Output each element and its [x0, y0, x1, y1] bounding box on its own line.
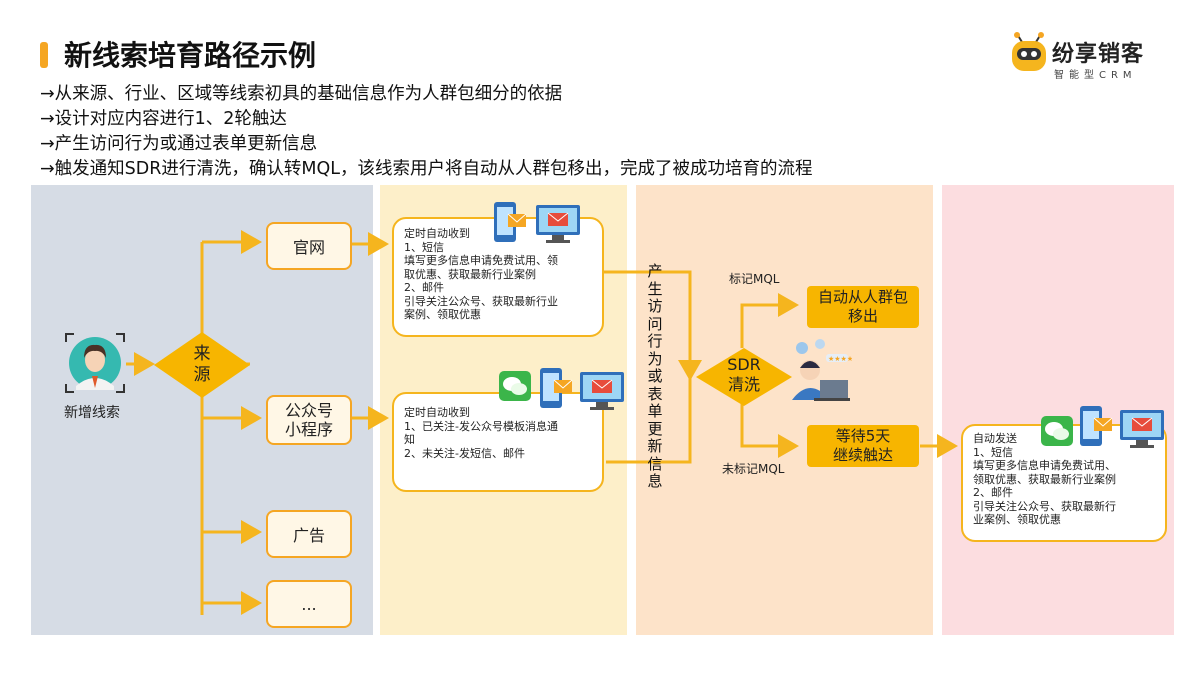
- note3-line: 业案例、领取优惠: [973, 513, 1061, 526]
- wait-line2: 继续触达: [832, 446, 893, 464]
- phone-mail-icon: [1080, 406, 1113, 446]
- note3-line: 2、邮件: [973, 486, 1013, 499]
- note1-line: 2、邮件: [404, 281, 444, 294]
- channel-ads: 广告: [266, 510, 352, 558]
- sdr-label: SDR 清洗: [714, 355, 774, 395]
- source-label-line1: 来: [193, 344, 211, 364]
- phone-mail-icon: [494, 202, 527, 242]
- auto-remove-line2: 移出: [847, 307, 878, 325]
- note-auto-send: 自动发送 1、短信 填写更多信息申请免费试用、 领取优惠、获取最新行业案例 2、…: [961, 424, 1167, 542]
- title-accent-bar: [40, 42, 48, 68]
- note3-line: 填写更多信息申请免费试用、: [973, 459, 1116, 472]
- bullet-4: →触发通知SDR进行清洗，确认转MQL，该线索用户将自动从人群包移出，完成了被成…: [40, 159, 813, 179]
- unmarked-mql-label: 未标记MQL: [722, 462, 785, 476]
- wait-line1: 等待5天: [835, 427, 891, 445]
- visit-behavior-label: 产生访问行为或表单更新信息: [647, 262, 663, 490]
- computer-mail-icon: [536, 205, 580, 243]
- note3-line: 自动发送: [973, 432, 1017, 445]
- note1-line: 定时自动收到: [404, 227, 470, 240]
- note1-line: 填写更多信息申请免费试用、领: [404, 254, 558, 267]
- logo-subtitle: 智能型CRM: [1054, 70, 1137, 81]
- note1-line: 1、短信: [404, 240, 444, 254]
- wait-retouch-box: 等待5天 继续触达: [807, 425, 919, 467]
- panel-sdr: [636, 185, 933, 635]
- bullet-1: →从来源、行业、区域等线索初具的基础信息作为人群包细分的依据: [40, 84, 563, 104]
- note2-line: 知: [404, 433, 415, 446]
- source-label: 来 源: [188, 344, 216, 386]
- sdr-agent-icon: ★★★★: [792, 339, 852, 401]
- wechat-icon: [499, 371, 531, 401]
- page-title: 新线索培育路径示例: [64, 39, 317, 72]
- note3-line: 引导关注公众号、获取最新行: [973, 499, 1116, 513]
- auto-remove-line1: 自动从人群包: [817, 288, 908, 306]
- sdr-label-line2: 清洗: [727, 375, 760, 394]
- note3-line: 1、短信: [973, 445, 1013, 459]
- logo-name: 纷享销客: [1052, 42, 1145, 67]
- phone-mail-icon: [540, 368, 573, 408]
- computer-mail-icon: [580, 372, 624, 410]
- note2-line: 2、未关注-发短信、邮件: [404, 446, 525, 460]
- channel-other: ...: [266, 580, 352, 628]
- source-diamond: [154, 332, 250, 398]
- note3-line: 领取优惠、获取最新行业案例: [973, 472, 1116, 486]
- note2-line: 定时自动收到: [404, 406, 470, 419]
- source-label-line2: 源: [193, 365, 211, 385]
- channel-website: 官网: [266, 222, 352, 270]
- channel-wechat-miniprogram: 公众号 小程序: [266, 395, 352, 445]
- bullet-2: →设计对应内容进行1、2轮触达: [40, 109, 287, 129]
- svg-text:★★★★: ★★★★: [828, 355, 852, 363]
- bullet-3: →产生访问行为或通过表单更新信息: [40, 134, 318, 154]
- note1-line: 引导关注公众号、获取最新行业: [404, 294, 558, 308]
- logo-bee-icon: [1012, 32, 1046, 71]
- sdr-label-line1: SDR: [727, 355, 761, 374]
- computer-mail-icon: [1120, 410, 1164, 448]
- new-lead-label: 新增线索: [64, 405, 120, 421]
- user-avatar-icon: [65, 333, 125, 393]
- note2-line: 1、已关注-发公众号模板消息通: [404, 419, 558, 433]
- sdr-diamond: [696, 348, 792, 406]
- note1-line: 案例、领取优惠: [404, 308, 481, 321]
- note-touch-2: 定时自动收到 1、已关注-发公众号模板消息通 知 2、未关注-发短信、邮件: [392, 392, 604, 492]
- note1-line: 取优惠、获取最新行业案例: [404, 267, 536, 281]
- auto-remove-box: 自动从人群包 移出: [807, 286, 919, 328]
- marked-mql-label: 标记MQL: [729, 272, 780, 286]
- wechat-icon: [1041, 416, 1073, 446]
